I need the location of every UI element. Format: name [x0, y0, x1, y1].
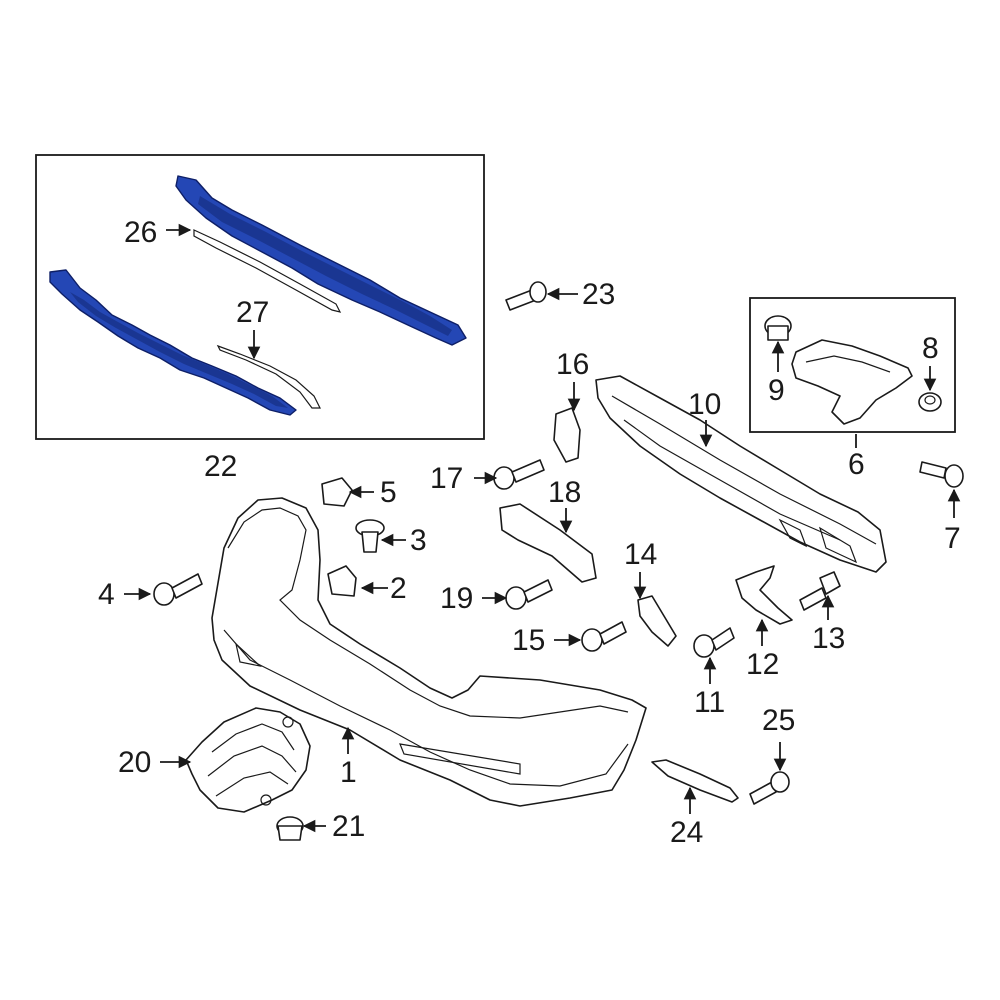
- callout-25: 25: [762, 704, 795, 737]
- callout-11: 11: [694, 686, 725, 719]
- part-7-screw[interactable]: [919, 461, 964, 488]
- callout-3: 3: [410, 524, 427, 557]
- part-12-bracket[interactable]: [735, 565, 793, 625]
- callout-9: 9: [768, 374, 785, 407]
- part-24-reflector[interactable]: [651, 759, 739, 803]
- part-25-screw[interactable]: [749, 771, 790, 805]
- part-9-clip[interactable]: [764, 315, 792, 341]
- inset-box-22: [35, 154, 485, 440]
- part-8-nut[interactable]: [918, 392, 942, 412]
- callout-8: 8: [922, 332, 939, 365]
- callout-26: 26: [124, 216, 157, 249]
- absorber-strip-upper[interactable]: [175, 175, 467, 346]
- callout-23: 23: [582, 278, 615, 311]
- absorber-strip-lower[interactable]: [49, 269, 297, 416]
- callout-22: 22: [204, 450, 237, 483]
- part-20-deflector[interactable]: [185, 707, 311, 813]
- part-11-screw[interactable]: [693, 627, 735, 658]
- part-18-bracket[interactable]: [499, 503, 597, 583]
- part-4-screw[interactable]: [153, 573, 203, 606]
- part-13-bolt[interactable]: [799, 571, 841, 611]
- callout-15: 15: [512, 624, 545, 657]
- part-17-screw[interactable]: [493, 459, 545, 490]
- callout-10: 10: [688, 388, 721, 421]
- callout-18: 18: [548, 476, 581, 509]
- callout-6: 6: [848, 448, 865, 481]
- part-1-bumper-cover[interactable]: [211, 497, 647, 807]
- callout-7: 7: [944, 522, 961, 555]
- part-2-retainer[interactable]: [327, 565, 357, 597]
- callout-17: 17: [430, 462, 463, 495]
- part-26-strip[interactable]: [193, 229, 342, 313]
- callout-21: 21: [332, 810, 365, 843]
- part-23-screw[interactable]: [505, 281, 547, 311]
- callout-4: 4: [98, 578, 115, 611]
- part-6-bracket[interactable]: [791, 339, 913, 425]
- callout-24: 24: [670, 816, 703, 849]
- part-5-clip[interactable]: [321, 477, 353, 507]
- callout-13: 13: [812, 622, 845, 655]
- callout-19: 19: [440, 582, 473, 615]
- part-27-bracket[interactable]: [216, 344, 321, 409]
- part-21-push-nut[interactable]: [276, 816, 304, 841]
- callout-27: 27: [236, 296, 269, 329]
- callout-5: 5: [380, 476, 397, 509]
- callout-2: 2: [390, 572, 407, 605]
- part-19-screw[interactable]: [505, 579, 553, 610]
- callout-20: 20: [118, 746, 151, 779]
- part-14-bracket[interactable]: [637, 595, 677, 647]
- leader-lines: [124, 223, 961, 833]
- part-15-screw[interactable]: [581, 621, 627, 652]
- callout-16: 16: [556, 348, 589, 381]
- part-3-clip[interactable]: [355, 519, 385, 553]
- callout-14: 14: [624, 538, 657, 571]
- callout-labels: 26 27 22 23 16 10 9 8 6 7 5 3 2 4 17 18 …: [98, 216, 961, 849]
- inset-box-6: [749, 297, 956, 433]
- callout-12: 12: [746, 648, 779, 681]
- part-16-bracket[interactable]: [553, 407, 581, 463]
- callout-1: 1: [340, 756, 357, 789]
